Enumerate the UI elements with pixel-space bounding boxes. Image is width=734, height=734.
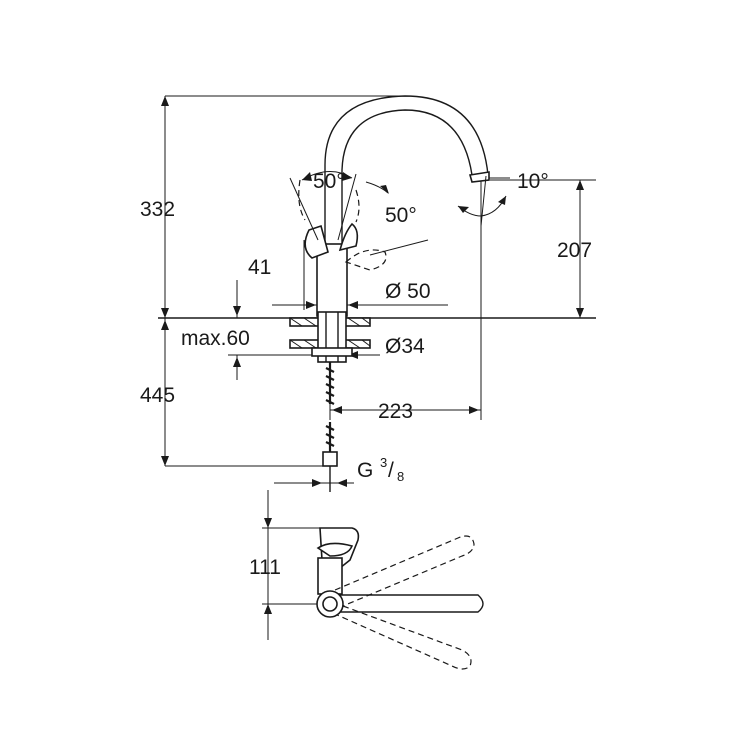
faucet-top-view bbox=[316, 527, 484, 670]
dim-clearance: 111 bbox=[249, 556, 281, 579]
dim-connection-numerator: 3 bbox=[380, 455, 387, 470]
dim-max-deck: max.60 bbox=[181, 327, 250, 350]
faucet-side-view bbox=[289, 95, 510, 492]
dimension-lines bbox=[158, 95, 596, 640]
dim-connection-slash: / bbox=[388, 459, 394, 482]
dim-connection-denominator: 8 bbox=[397, 469, 404, 484]
dim-total-height: 332 bbox=[140, 198, 175, 221]
dim-lever-angle-side: 50° bbox=[385, 204, 417, 227]
dim-connection-prefix: G bbox=[357, 459, 373, 482]
dim-lever-angle-front: 50° bbox=[313, 170, 345, 193]
dim-hole-diameter: Ø34 bbox=[385, 335, 425, 358]
dim-body-diameter: Ø 50 bbox=[385, 280, 431, 303]
dim-lever-offset: 41 bbox=[248, 256, 271, 279]
dim-spout-angle: 10° bbox=[517, 170, 549, 193]
dim-spout-reach: 223 bbox=[378, 400, 413, 423]
dimension-labels: 332 207 50° 50° 10° 41 Ø 50 max.60 Ø34 4… bbox=[140, 170, 592, 579]
dim-spout-height: 207 bbox=[557, 239, 592, 262]
dim-hose-length: 445 bbox=[140, 384, 175, 407]
